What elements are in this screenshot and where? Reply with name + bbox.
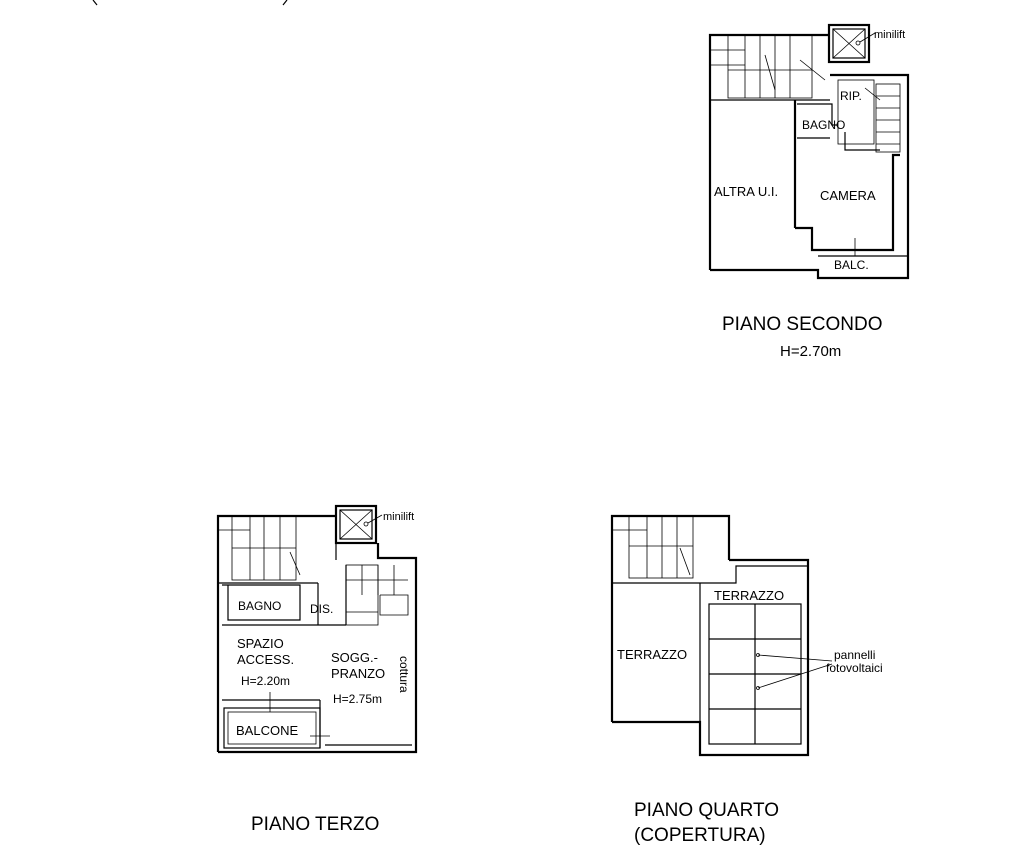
- label-camera: CAMERA: [820, 188, 876, 203]
- label-bagno-terzo: BAGNO: [238, 599, 281, 613]
- plan-piano-quarto: TERRAZZO TERRAZZO pannelli fotovoltaici …: [610, 514, 883, 845]
- minilift-box-terzo: [334, 504, 383, 545]
- plan-piano-secondo: minilift RIP. BAGNO ALTRA U.I. CAMERA BA…: [708, 23, 910, 360]
- label-dis: DIS.: [310, 602, 333, 616]
- label-fotovoltaici: fotovoltaici: [826, 661, 883, 675]
- title-piano-secondo: PIANO SECONDO: [722, 314, 882, 335]
- label-pannelli: pannelli: [834, 648, 875, 662]
- title-piano-terzo: PIANO TERZO: [251, 814, 379, 835]
- label-rip: RIP.: [840, 89, 862, 103]
- stair-terzo: [218, 515, 301, 581]
- title-copertura: (COPERTURA): [634, 825, 766, 845]
- label-sogg: SOGG.-: [331, 650, 378, 665]
- label-access: ACCESS.: [237, 652, 294, 667]
- label-terrazzo-right: TERRAZZO: [714, 588, 784, 603]
- title-piano-quarto: PIANO QUARTO: [634, 800, 779, 821]
- label-sogg-height: H=2.75m: [333, 692, 382, 706]
- cropped-mark: [92, 0, 288, 6]
- label-balcone: BALCONE: [236, 723, 298, 738]
- label-minilift-terzo: minilift: [383, 511, 414, 523]
- plan-piano-terzo: minilift BAGNO DIS. SPAZIO ACCESS. H=2.2…: [216, 504, 418, 835]
- label-terrazzo-left: TERRAZZO: [617, 647, 687, 662]
- label-spazio-height: H=2.20m: [241, 674, 290, 688]
- label-cottura: cottura: [397, 656, 411, 693]
- label-pranzo: PRANZO: [331, 666, 385, 681]
- height-piano-secondo: H=2.70m: [780, 343, 841, 360]
- solar-panel-grid: [708, 603, 802, 745]
- stair-second: [710, 34, 826, 99]
- minilift-box: [827, 23, 876, 64]
- stair-terzo-inner: [345, 564, 409, 626]
- label-minilift-second: minilift: [874, 29, 905, 41]
- label-altra-ui: ALTRA U.I.: [714, 184, 778, 199]
- label-bagno-second: BAGNO: [802, 118, 845, 132]
- label-spazio: SPAZIO: [237, 636, 284, 651]
- stair-quarto: [612, 515, 694, 579]
- label-balc: BALC.: [834, 258, 869, 272]
- stair-second-right: [864, 83, 901, 153]
